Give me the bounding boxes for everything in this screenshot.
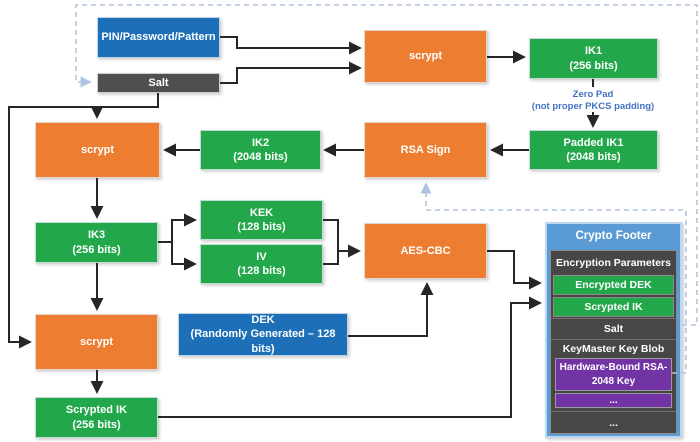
node-scrypt-top: scrypt — [364, 30, 487, 83]
node-label: RSA Sign — [400, 143, 451, 156]
node-dek: DEK (Randomly Generated – 128 bits) — [178, 313, 348, 356]
line-dek-to-aes — [348, 282, 434, 337]
line-iv-merge — [323, 251, 339, 265]
node-aes-cbc: AES-CBC — [364, 223, 487, 279]
footer-row-encryption-parameters: Encryption Parameters — [556, 256, 671, 269]
node-ik1: IK1 (256 bits) — [529, 38, 658, 79]
node-title: DEK — [251, 314, 275, 327]
node-subtitle: (256 bits) — [72, 243, 121, 256]
node-label: Salt — [148, 76, 169, 89]
line-kek-to-aes — [323, 219, 361, 258]
footer-row-salt: Salt — [551, 318, 676, 340]
node-rsa-sign: RSA Sign — [364, 122, 487, 178]
node-title: IK3 — [87, 229, 106, 242]
node-label: scrypt — [79, 335, 114, 348]
node-padded-ik1: Padded IK1 (2048 bits) — [529, 130, 658, 170]
node-kek: KEK (128 bits) — [200, 200, 323, 240]
node-title: IV — [256, 250, 267, 263]
crypto-footer-title: Crypto Footer — [575, 230, 652, 242]
line-aes-to-encrypted-dek — [487, 250, 542, 290]
line-ik3-to-kek — [158, 213, 197, 243]
line-ik3-to-iv — [171, 242, 197, 271]
node-subtitle: (256 bits) — [569, 59, 618, 72]
crypto-footer-panel: Crypto Footer Encryption Parameters Encr… — [545, 222, 682, 438]
node-label: scrypt — [80, 143, 115, 156]
footer-row-keymaster-more: ... — [555, 393, 672, 408]
node-ik3: IK3 (256 bits) — [35, 222, 158, 263]
node-scrypt-mid: scrypt — [35, 122, 160, 178]
node-title: IK1 — [584, 45, 603, 58]
footer-row-more: ... — [551, 411, 676, 433]
node-subtitle: (Randomly Generated – 128 bits) — [190, 328, 336, 355]
node-title: KEK — [249, 206, 274, 219]
node-pin-password-pattern: PIN/Password/Pattern — [97, 17, 220, 58]
node-scrypted-ik: Scrypted IK (256 bits) — [35, 397, 158, 438]
crypto-footer-stack: Encryption Parameters Encrypted DEK Scry… — [550, 250, 677, 434]
node-title: Padded IK1 — [563, 136, 624, 149]
annotation-line2: (not proper PKCS padding) — [531, 100, 655, 112]
node-label: PIN/Password/Pattern — [101, 31, 216, 44]
node-iv: IV (128 bits) — [200, 244, 323, 284]
line-pin-to-scrypt — [220, 36, 362, 55]
node-label: scrypt — [408, 50, 443, 63]
node-subtitle: (128 bits) — [237, 265, 286, 277]
line-salt-to-scrypt — [220, 61, 362, 84]
node-subtitle: (128 bits) — [237, 221, 286, 233]
zero-pad-annotation: Zero Pad (not proper PKCS padding) — [518, 89, 668, 112]
annotation-line1: Zero Pad — [572, 89, 614, 100]
footer-row-encrypted-dek: Encrypted DEK — [553, 275, 674, 295]
node-title: IK2 — [251, 136, 270, 149]
node-subtitle: (2048 bits) — [233, 151, 288, 163]
node-scrypt-bottom: scrypt — [35, 314, 158, 370]
node-subtitle: (256 bits) — [72, 418, 121, 431]
node-title: Scrypted IK — [65, 404, 128, 417]
node-subtitle: (2048 bits) — [566, 151, 621, 163]
node-label: AES-CBC — [400, 244, 451, 257]
node-ik2: IK2 (2048 bits) — [200, 130, 321, 170]
node-salt: Salt — [97, 73, 220, 93]
footer-row-keymaster-blob: KeyMaster Key Blob — [562, 343, 665, 355]
footer-row-hardware-key: Hardware-Bound RSA-2048 Key — [555, 358, 672, 391]
footer-row-scrypted-ik: Scrypted IK — [553, 297, 674, 317]
